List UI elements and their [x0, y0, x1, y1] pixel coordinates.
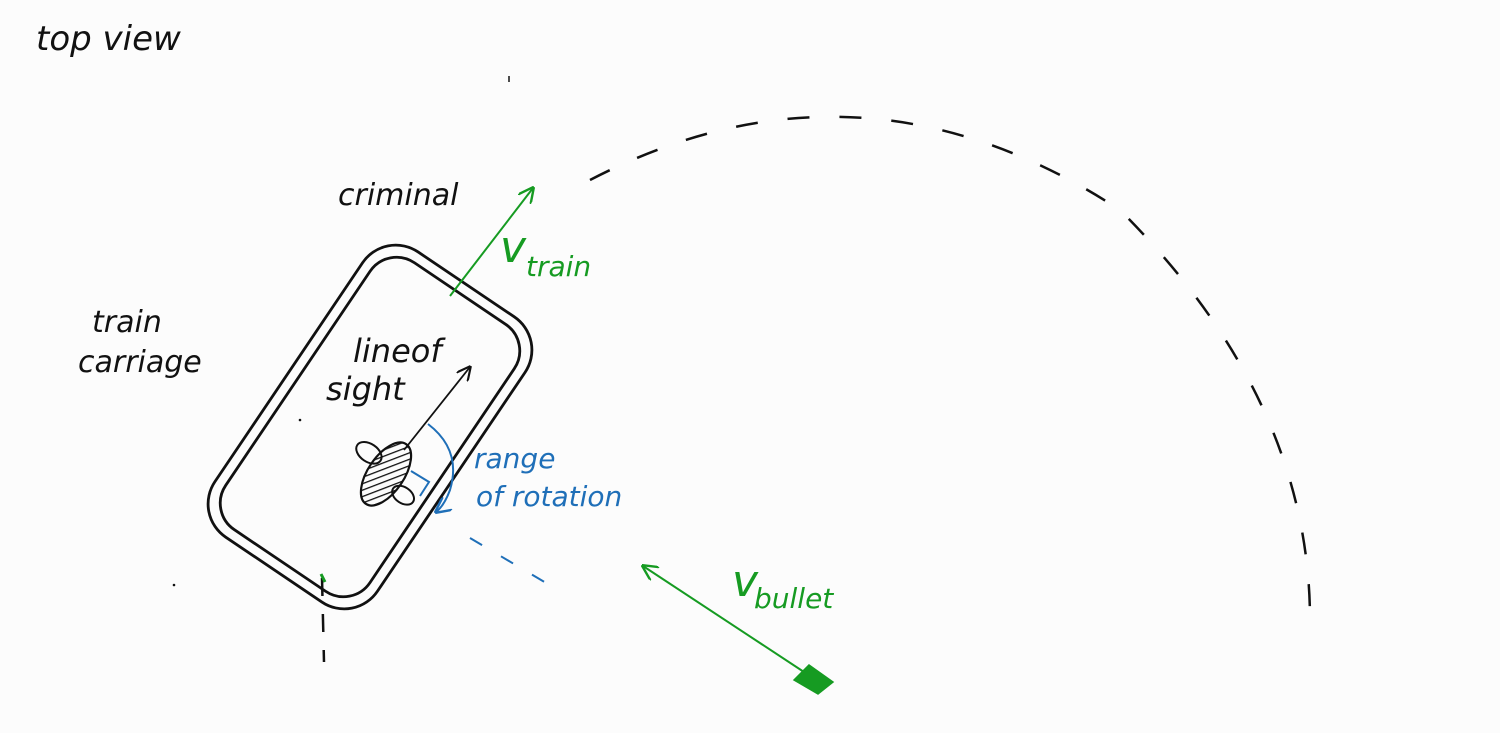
v-train-arrow	[449, 188, 533, 297]
range-dashed-line	[469, 537, 559, 591]
stray-dot	[298, 418, 302, 422]
line-of-sight-arrow	[403, 367, 470, 451]
right-angle-mark	[410, 470, 431, 497]
range-arc	[427, 423, 455, 512]
bullet-shape	[792, 664, 835, 695]
train-carriage-label-line1: train	[92, 305, 162, 340]
v-bullet-arrow	[643, 566, 805, 673]
v-bullet-symbol: v	[732, 556, 759, 607]
v-train-symbol: v	[500, 222, 527, 273]
criminal-figure	[355, 441, 415, 507]
range-label-line2: of rotation	[476, 480, 622, 513]
track-path	[589, 115, 1312, 621]
v-train-subscript: train	[526, 250, 591, 283]
stray-dot	[172, 583, 176, 587]
v-bullet-subscript: bullet	[754, 582, 834, 615]
train-carriage-label-line2: carriage	[78, 345, 202, 380]
view-label: top view	[36, 19, 181, 59]
carriage-mark	[319, 573, 327, 583]
range-label-line1: range	[474, 442, 555, 475]
train-carriage	[206, 243, 534, 611]
line-of-sight-label-line1: lineof	[353, 332, 446, 370]
line-of-sight-label-line2: sight	[326, 370, 406, 408]
criminal-label: criminal	[338, 178, 459, 213]
track-path-lower	[320, 577, 326, 663]
